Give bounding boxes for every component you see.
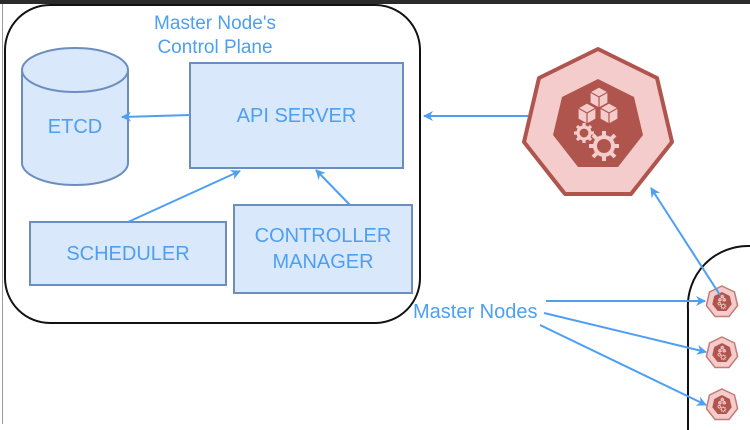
scheduler-to-api-arrow <box>127 170 241 223</box>
controller-manager-box[interactable] <box>233 204 413 294</box>
etcd-database[interactable] <box>21 47 129 186</box>
control-plane-title-line2: Control Plane <box>157 37 273 58</box>
controller-manager-label: CONTROLLER MANAGER <box>234 205 412 293</box>
master-node-icon-3[interactable] <box>705 388 739 421</box>
api-to-etcd-arrow <box>121 111 191 122</box>
master-nodes-label: Master Nodes <box>413 301 538 323</box>
master-node-icon-1[interactable] <box>705 285 739 318</box>
label-to-node2-arrow <box>543 312 707 355</box>
master-node-icon-2[interactable] <box>705 336 739 369</box>
etcd-label: ETCD <box>47 116 103 138</box>
window-left-border <box>2 4 3 424</box>
api-server-box[interactable] <box>189 62 404 169</box>
kubernetes-master-icon[interactable] <box>522 47 674 196</box>
controller-manager-line1: CONTROLLER <box>254 225 392 247</box>
controller-to-api-arrow <box>315 169 351 206</box>
scheduler-label: SCHEDULER <box>66 242 190 265</box>
window-top-border <box>0 0 750 4</box>
node-to-master-arrow <box>650 187 721 296</box>
control-plane-container <box>4 4 421 324</box>
api-server-label: API SERVER <box>236 104 357 127</box>
label-to-node3-arrow <box>539 324 707 406</box>
control-plane-title: Master Node's Control Plane <box>120 12 310 60</box>
controller-manager-line2: MANAGER <box>272 251 374 273</box>
scheduler-box[interactable] <box>29 221 227 286</box>
control-plane-title-line1: Master Node's <box>154 13 276 34</box>
